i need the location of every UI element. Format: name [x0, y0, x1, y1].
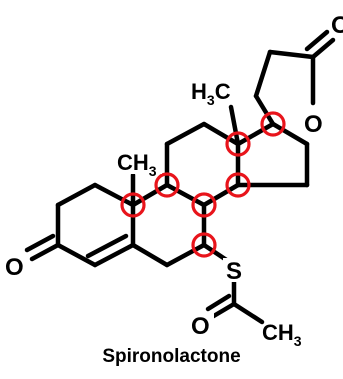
stereocenter-marker — [260, 111, 286, 137]
bond — [164, 242, 207, 268]
stereocenter-marker — [154, 172, 180, 198]
atom-label-lactone-ring-oxygen: O — [304, 111, 323, 138]
bond — [201, 182, 241, 208]
stereocenter-markers — [120, 111, 286, 258]
bond — [209, 301, 237, 320]
atom-label-text: C — [215, 79, 231, 104]
atom-label-text: CH — [117, 150, 149, 175]
bond — [267, 49, 316, 60]
bond — [92, 242, 136, 268]
bond — [205, 293, 232, 312]
bond — [253, 49, 273, 99]
bond — [235, 121, 276, 147]
stereocenter-marker — [191, 192, 217, 218]
atom-labels: O CH3 H3C O O S O CH3 — [0, 12, 343, 349]
atom-label-text: CH — [262, 320, 294, 345]
atom-label-subscript: 3 — [149, 163, 157, 179]
bond — [253, 93, 276, 127]
bond-skeleton — [24, 29, 336, 325]
bond — [201, 121, 241, 147]
bond — [164, 121, 207, 147]
atom-label-ketone-oxygen: O — [5, 254, 24, 281]
stereocenter-marker — [225, 131, 251, 157]
bond — [24, 233, 56, 253]
bond — [231, 301, 265, 325]
atom-label-thioester-oxygen: O — [191, 313, 210, 340]
atom-label-sulfur: S — [226, 258, 242, 285]
bond — [304, 29, 330, 52]
bond — [164, 182, 207, 208]
atom-label-text: H — [191, 79, 207, 104]
atom-label-c10-methyl: CH3 — [117, 150, 157, 179]
atom-label-c13-methyl: H3C — [191, 79, 231, 108]
bond — [29, 242, 61, 262]
bond — [270, 121, 310, 147]
bond — [92, 182, 136, 208]
atom-label-lactone-carbonyl-oxygen: O — [331, 12, 343, 39]
bond — [310, 37, 336, 60]
atom-label-subscript: 3 — [207, 92, 215, 108]
bond — [130, 182, 170, 208]
stereocenter-marker — [225, 172, 251, 198]
atom-label-subscript: 3 — [294, 333, 302, 349]
diagram-title: Spironolactone — [102, 346, 241, 367]
bond — [55, 182, 98, 208]
stereocenter-marker — [191, 232, 217, 258]
bond — [130, 242, 170, 268]
bond — [55, 242, 98, 268]
stereocenter-marker — [120, 192, 146, 218]
atom-label-acetyl-methyl: CH3 — [262, 320, 302, 349]
bond — [228, 104, 241, 147]
bond — [85, 233, 129, 259]
